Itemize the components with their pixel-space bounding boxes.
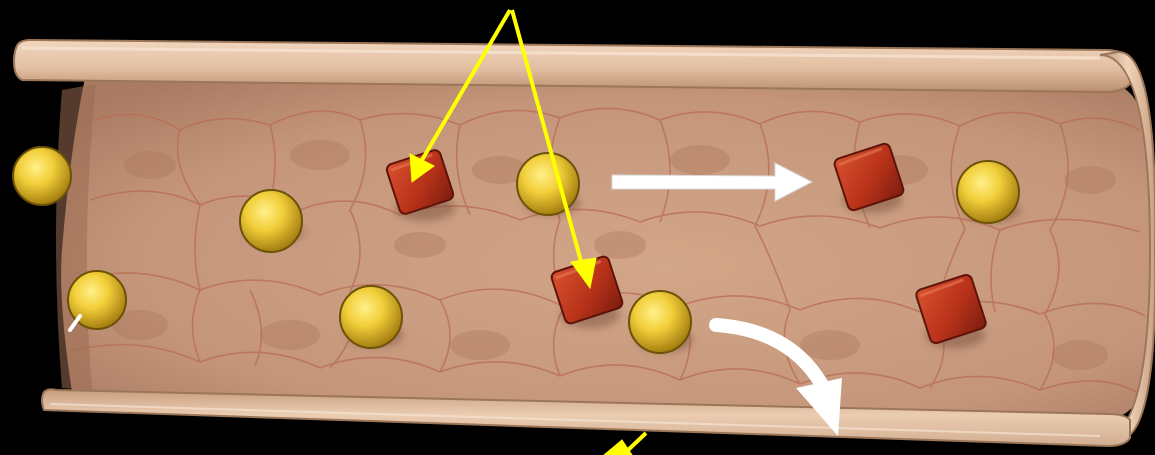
- yellow-sphere-icon: [13, 147, 71, 205]
- vessel-interior: [61, 78, 1150, 418]
- yellow-sphere-icon: [340, 286, 402, 348]
- yellow-sphere-icon: [517, 153, 579, 215]
- yellow-sphere-icon: [629, 291, 691, 353]
- yellow-sphere-icon: [957, 161, 1019, 223]
- yellow-sphere-icon: [240, 190, 302, 252]
